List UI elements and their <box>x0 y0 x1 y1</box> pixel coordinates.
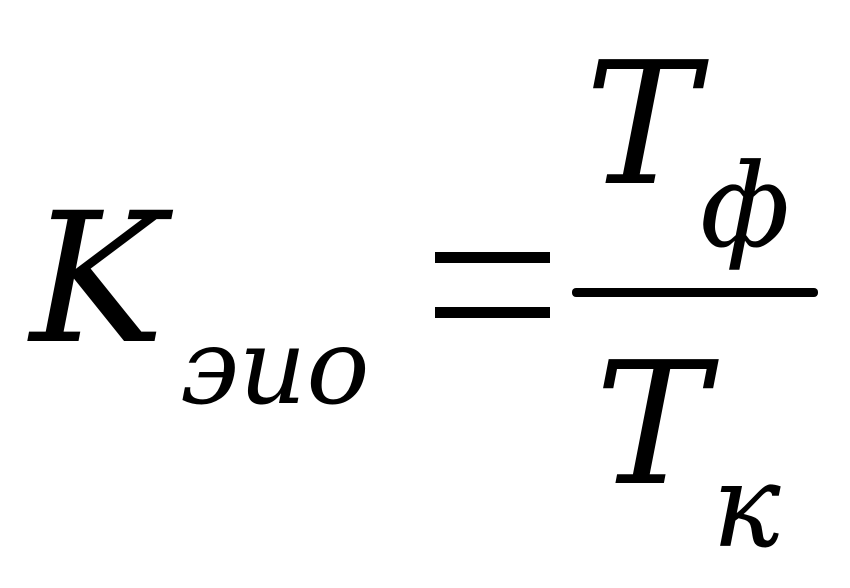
numerator-symbol: T <box>585 26 699 224</box>
lhs-subscript: эио <box>180 306 370 428</box>
equals-bottom-bar <box>435 307 550 318</box>
denominator-symbol: T <box>595 326 709 524</box>
numerator-subscript: ф <box>700 140 791 274</box>
equals-top-bar <box>435 252 550 263</box>
denominator-subscript: к <box>712 440 781 574</box>
equals-sign <box>435 252 550 318</box>
lhs-symbol: K <box>30 175 165 384</box>
fraction-bar <box>572 288 818 297</box>
